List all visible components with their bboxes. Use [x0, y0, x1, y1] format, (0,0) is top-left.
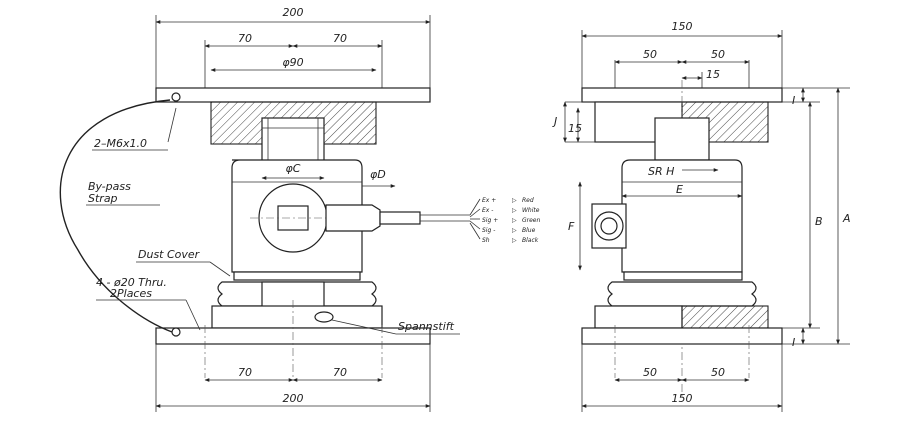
front-dim-top-70s: 70 70	[204, 32, 383, 88]
front-spannstift-label: Spannstift	[398, 320, 455, 333]
side-dim-top-50s: 50 50	[614, 48, 750, 92]
side-dim-J: J	[552, 101, 600, 143]
wiring-color-4: Black	[522, 237, 539, 244]
side-dim-bottom-50s: 50 50	[614, 366, 750, 382]
side-bottom-50-right: 50	[711, 366, 725, 379]
wiring-pin-3: Sig -	[482, 227, 495, 234]
wiring-arrow-3: ▷	[512, 227, 517, 234]
front-bypass-label-2: Strap	[88, 192, 118, 205]
front-cable-gland	[325, 204, 381, 232]
front-top-width-label: 200	[283, 6, 304, 19]
wiring-pin-4: Sh	[482, 237, 490, 244]
wiring-color-1: White	[522, 207, 540, 214]
wiring-color-2: Green	[522, 217, 540, 224]
side-15-h-label: 15	[706, 68, 720, 81]
side-dust-cover-ring	[623, 271, 743, 281]
side-dim-I-bottom: I	[792, 327, 805, 349]
front-dust-cover-ring	[233, 271, 361, 281]
front-bypass-label-1: By-pass	[88, 180, 131, 193]
side-view: 150 50 50 15 SR H E	[552, 20, 851, 412]
front-top-plate	[155, 87, 431, 103]
side-dim-A: A	[782, 87, 851, 345]
wiring-pin-1: Ex -	[482, 207, 493, 214]
front-phiC-label: φC	[286, 162, 301, 175]
side-bottom-width-label: 150	[672, 392, 693, 405]
wiring-arrow-4: ▷	[512, 237, 517, 244]
front-top-70-right: 70	[333, 32, 347, 45]
side-top-50-left: 50	[643, 48, 657, 61]
side-B-label: B	[815, 215, 823, 228]
front-dim-phi90: φ90	[210, 56, 377, 72]
wiring-pin-0: Ex +	[482, 197, 496, 204]
wiring-arrow-1: ▷	[512, 207, 517, 214]
side-base-block	[594, 305, 683, 329]
front-dim-bottom-width: 200	[155, 344, 431, 412]
side-dim-F: F	[568, 181, 582, 271]
side-dim-15-vertical: 15	[568, 107, 582, 143]
front-top-screw	[171, 92, 181, 102]
front-dust-cover-label: Dust Cover	[138, 248, 201, 261]
side-F-label: F	[568, 220, 575, 233]
front-phiD-label: φD	[370, 168, 386, 181]
side-load-cell-body	[621, 159, 743, 273]
side-bottom-50-left: 50	[643, 366, 657, 379]
side-gland-inner	[600, 217, 618, 235]
wiring-arrow-2: ▷	[512, 217, 517, 224]
side-J-label: J	[552, 115, 557, 128]
side-dim-I-top: I	[782, 87, 850, 107]
front-dim-bottom-70s: 70 70	[204, 366, 383, 382]
front-bottom-70-right: 70	[333, 366, 347, 379]
front-bottom-screw	[171, 327, 181, 337]
side-top-50-right: 50	[711, 48, 725, 61]
front-phi90-label: φ90	[282, 56, 303, 69]
side-I-bottom-label: I	[792, 336, 795, 349]
side-15-v-label: 15	[568, 122, 582, 135]
side-dim-top-width: 150	[581, 20, 783, 92]
side-top-width-label: 150	[672, 20, 693, 33]
front-bottom-70-left: 70	[238, 366, 252, 379]
side-A-label: A	[842, 212, 851, 225]
side-bellows	[607, 281, 757, 307]
front-bypass-strap	[59, 99, 173, 333]
front-holes-label-2: 2Places	[110, 287, 152, 300]
side-dim-B: B	[782, 101, 823, 329]
front-base-block	[211, 305, 383, 329]
side-I-top-label: I	[792, 94, 795, 107]
wiring-color-3: Blue	[522, 227, 536, 234]
side-bottom-plate	[581, 327, 783, 345]
side-base-block-hatched	[681, 305, 769, 329]
side-srh-label: SR H	[648, 165, 674, 178]
front-holes-label-1: 4 - ø20 Thru.	[96, 276, 167, 289]
front-view: 200 70 70 φ90 φC φD	[59, 6, 470, 412]
front-bottom-width-label: 200	[283, 392, 304, 405]
side-upper-neck	[654, 117, 710, 161]
front-upper-neck	[261, 117, 325, 163]
front-dim-top-width: 200	[155, 6, 431, 92]
side-E-label: E	[676, 183, 683, 196]
side-dim-bottom-width: 150	[581, 344, 783, 412]
wiring-arrow-0: ▷	[512, 197, 517, 204]
front-m6-label: 2–M6x1.0	[94, 137, 147, 150]
wiring-pin-2: Sig +	[482, 217, 498, 224]
wiring-color-0: Red	[522, 197, 534, 204]
front-spannstift-pin	[314, 311, 334, 323]
front-top-70-left: 70	[238, 32, 252, 45]
front-cable-sleeve	[379, 211, 421, 225]
